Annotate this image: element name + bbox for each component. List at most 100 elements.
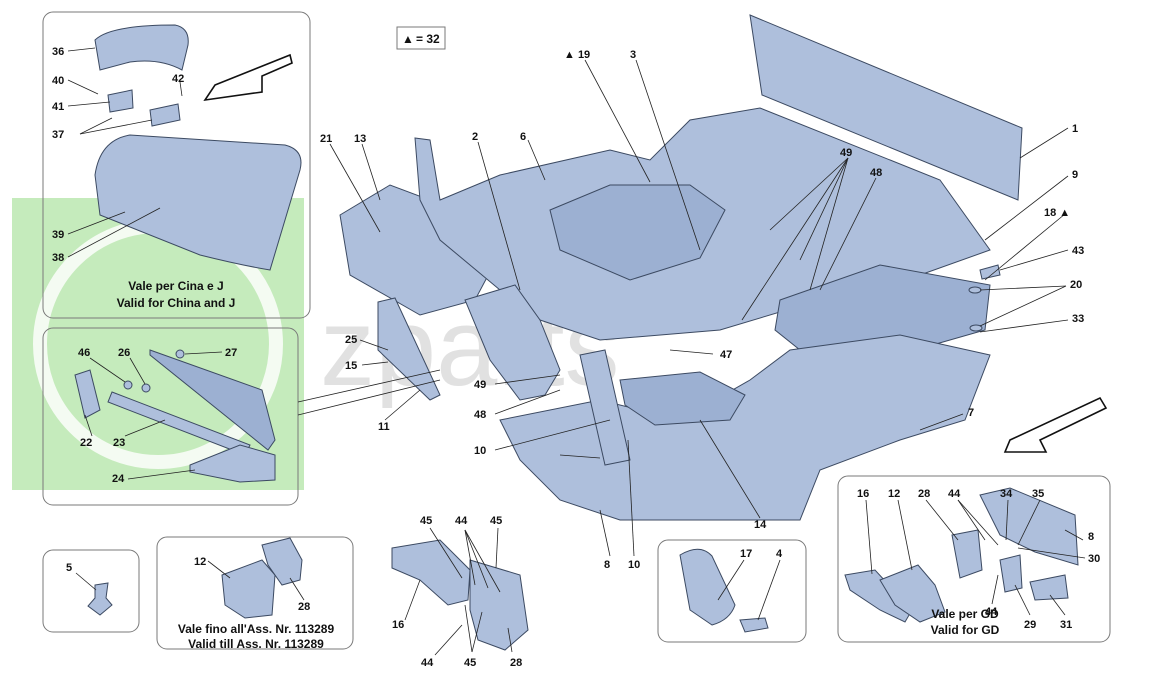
- part-39-storage-tray: [94, 134, 302, 271]
- part-43-cap: [979, 264, 1001, 280]
- part-8-gd-panel: [979, 487, 1079, 566]
- part-24-bracket: [189, 444, 276, 483]
- callout-31: 31: [1060, 619, 1072, 631]
- callout-22: 22: [80, 437, 92, 449]
- part-17-pad: [679, 548, 736, 626]
- caption-china-it: Vale per Cina e J: [128, 279, 223, 293]
- callout-36: 36: [52, 46, 64, 58]
- callout-8-gd: 8: [1088, 531, 1094, 543]
- caption-till-it: Vale fino all'Ass. Nr. 113289: [178, 622, 335, 636]
- callout-34: 34: [1000, 488, 1013, 500]
- part-12-gd-bracket: [879, 564, 946, 623]
- legend-frame: [396, 26, 446, 50]
- part-16-gd-trim: [844, 569, 913, 623]
- part-31-bracket: [1029, 574, 1069, 601]
- part-28-gd-bracket: [951, 529, 983, 579]
- callout-43: 43: [1072, 245, 1084, 257]
- part-28-main-bracket: [469, 559, 529, 651]
- part-13-side-carpet: [339, 184, 493, 316]
- callout-25: 25: [345, 334, 357, 346]
- callout-9: 9: [1072, 169, 1078, 181]
- callout-48-top: 48: [870, 167, 882, 179]
- inset-17-4: 17 4: [657, 539, 807, 643]
- inset-gd: 16 12 28 44 34 35 8 30 44 29 31 Vale per…: [837, 475, 1111, 643]
- callout-13: 13: [354, 133, 366, 145]
- callout-49-top: 49: [840, 147, 852, 159]
- part-36-cushion: [94, 24, 189, 71]
- caption-gd-en: Valid for GD: [931, 623, 1000, 637]
- part-14-tray: [619, 371, 746, 426]
- inset-mirror-frame: [42, 327, 299, 506]
- callout-16-main: 16: [392, 619, 404, 631]
- callout-30: 30: [1088, 553, 1100, 565]
- callout-39: 39: [52, 229, 64, 241]
- callout-45-left: 45: [420, 515, 432, 527]
- legend-symbol: ▲: [402, 32, 414, 46]
- callout-20: 20: [1070, 279, 1082, 291]
- callout-28-gd: 28: [918, 488, 930, 500]
- callout-12-till: 12: [194, 556, 206, 568]
- inset-mirror: 46 26 27 22 23 24: [42, 327, 299, 506]
- part-26-clip: [141, 383, 151, 393]
- callout-44-bottom: 44: [421, 657, 434, 669]
- part-2-insulation: [464, 284, 561, 401]
- part-22-bracket: [74, 369, 101, 419]
- caption-gd-it: Vale per GD: [931, 607, 999, 621]
- part-3-tunnel-mat: [549, 184, 726, 281]
- callout-44-gd-bottom: 44: [985, 606, 998, 618]
- callout-48-left: 48: [474, 409, 486, 421]
- part-27-seal-frame: [149, 349, 276, 451]
- part-5-fastener: [87, 582, 113, 616]
- callout-28-main: 28: [510, 657, 522, 669]
- inset-valid-till: 12 28 Vale fino all'Ass. Nr. 113289 Vali…: [156, 536, 354, 651]
- legend-box: ▲ = 32: [396, 26, 446, 50]
- legend-text: = 32: [416, 32, 440, 46]
- callout-1: 1: [1072, 123, 1078, 135]
- part-4-clip: [739, 617, 769, 633]
- inset-china-frame: [42, 11, 311, 319]
- callout-16-gd: 16: [857, 488, 869, 500]
- callout-14: 14: [754, 519, 767, 531]
- callout-8-main: 8: [604, 559, 610, 571]
- callout-35: 35: [1032, 488, 1044, 500]
- part-1-rear-panel: [749, 14, 1023, 201]
- part-41-bracket: [107, 89, 134, 113]
- part-46-clip: [123, 380, 133, 390]
- callout-26: 26: [118, 347, 130, 359]
- direction-arrow-china: [203, 53, 293, 102]
- callout-41: 41: [52, 101, 64, 113]
- inset-till-frame: [156, 536, 354, 650]
- inset-part-5: 5: [42, 549, 140, 633]
- callout-24: 24: [112, 473, 125, 485]
- callout-19: ▲ 19: [564, 49, 590, 61]
- callout-21: 21: [320, 133, 332, 145]
- callout-42: 42: [172, 73, 184, 85]
- callout-11: 11: [378, 421, 390, 433]
- callout-49-left: 49: [474, 379, 486, 391]
- callout-44-top: 44: [455, 515, 468, 527]
- callout-3: 3: [630, 49, 636, 61]
- part-28-bracket: [261, 537, 303, 586]
- callout-6: 6: [520, 131, 526, 143]
- callout-44-gd-top: 44: [948, 488, 961, 500]
- part-12-bracket: [221, 559, 276, 619]
- part-37-bracket: [149, 103, 181, 127]
- callout-46: 46: [78, 347, 90, 359]
- callout-23: 23: [113, 437, 125, 449]
- callout-33: 33: [1072, 313, 1084, 325]
- part-11-strip: [377, 297, 441, 401]
- caption-till-en: Valid till Ass. Nr. 113289: [188, 637, 324, 651]
- callout-47: 47: [720, 349, 732, 361]
- part-27-clip: [175, 349, 185, 359]
- part-20-clip-upper: [968, 286, 982, 294]
- callout-17: 17: [740, 548, 752, 560]
- callout-40: 40: [52, 75, 64, 87]
- main-carpet-assembly: [339, 14, 1023, 521]
- part-10-strip: [579, 349, 631, 466]
- inset-china-j: 36 40 41 42 37 39 38 Vale per Cina e J V…: [42, 11, 311, 319]
- part-20-clip-lower: [969, 324, 983, 332]
- callout-38: 38: [52, 252, 64, 264]
- callout-4: 4: [776, 548, 783, 560]
- callout-15: 15: [345, 360, 357, 372]
